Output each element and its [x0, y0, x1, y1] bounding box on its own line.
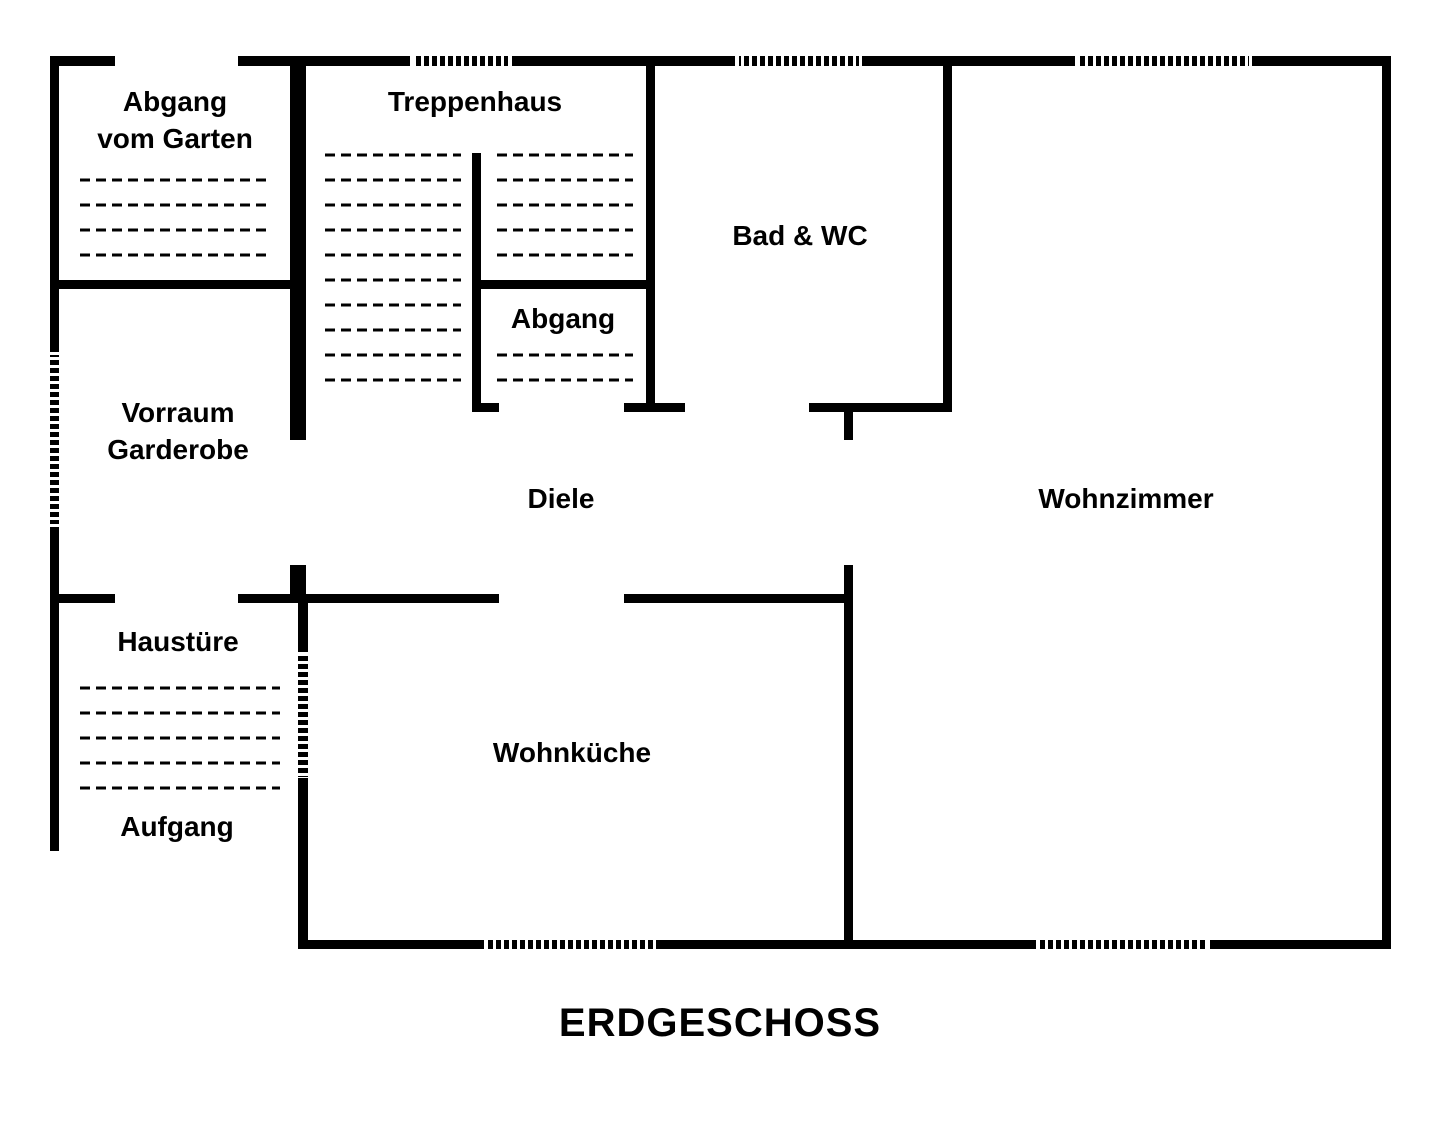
- label-abgang-garten-line2: vom Garten: [97, 123, 253, 154]
- stairs-garten: [80, 178, 272, 257]
- window-bottom-2: [1039, 940, 1207, 949]
- wall-diele-stub: [844, 403, 853, 440]
- plan-title: ERDGESCHOSS: [558, 1001, 882, 1045]
- wall-thick-lower: [290, 565, 306, 601]
- wall-kitchen-left-lower: [298, 778, 308, 949]
- stairs-abgang: [497, 353, 633, 382]
- wall-bottom-a: [298, 940, 484, 949]
- window-top-2: [739, 56, 859, 66]
- wall-garten-bottom: [50, 280, 296, 289]
- label-abgang-garten: Abgang vom Garten: [97, 83, 253, 157]
- wall-haustuer-top-right: [238, 594, 306, 603]
- label-abgang: Abgang: [510, 303, 616, 334]
- label-bad-wc: Bad & WC: [732, 220, 868, 251]
- wall-right: [1382, 56, 1391, 949]
- label-diele: Diele: [527, 483, 595, 514]
- window-kitchen-left: [298, 655, 308, 777]
- stair-treads: [80, 153, 633, 790]
- wall-bottom-c: [1210, 940, 1391, 949]
- wall-top-b: [238, 56, 410, 66]
- wall-bad-right: [943, 56, 952, 412]
- wall-left-lower: [50, 527, 59, 851]
- wall-haustuer-top-left: [50, 594, 115, 603]
- wall-bad-left: [646, 56, 655, 411]
- stairs-treppenhaus-left: [325, 153, 461, 382]
- wall-abgang-top: [472, 280, 655, 289]
- label-treppenhaus: Treppenhaus: [387, 86, 563, 117]
- label-abgang-garten-line1: Abgang: [122, 86, 228, 117]
- label-vorraum-line2: Garderobe: [107, 434, 249, 465]
- window-bottom-1: [487, 940, 653, 949]
- label-vorraum-line1: Vorraum: [121, 397, 235, 428]
- label-haustuere: Haustüre: [117, 626, 239, 657]
- wall-kitchen-right: [844, 565, 853, 949]
- wall-treppe-stub-left: [472, 403, 499, 412]
- label-vorraum: Vorraum Garderobe: [107, 394, 249, 468]
- wall-kitchen-top-left: [298, 594, 499, 603]
- windows: [50, 56, 1249, 949]
- wall-top-a: [50, 56, 115, 66]
- wall-top-c: [512, 56, 735, 66]
- wall-kitchen-top-right: [624, 594, 853, 603]
- wall-thick-upper: [290, 56, 306, 440]
- interior-walls: [50, 56, 952, 949]
- wall-treppe-stub-right: [624, 403, 685, 412]
- label-wohnzimmer: Wohnzimmer: [1038, 483, 1214, 514]
- wall-left-upper: [50, 56, 59, 352]
- window-left: [50, 355, 59, 524]
- window-top-3: [1079, 56, 1249, 66]
- window-top-1: [414, 56, 508, 66]
- stairs-haustuer: [80, 686, 280, 790]
- wall-bad-bottom: [809, 403, 952, 412]
- wall-top-d: [862, 56, 1075, 66]
- label-aufgang: Aufgang: [120, 811, 234, 842]
- wall-top-e: [1252, 56, 1390, 66]
- label-wohnkueche: Wohnküche: [492, 737, 652, 768]
- stairs-treppenhaus-right: [497, 153, 633, 257]
- wall-kitchen-left-upper: [298, 594, 308, 652]
